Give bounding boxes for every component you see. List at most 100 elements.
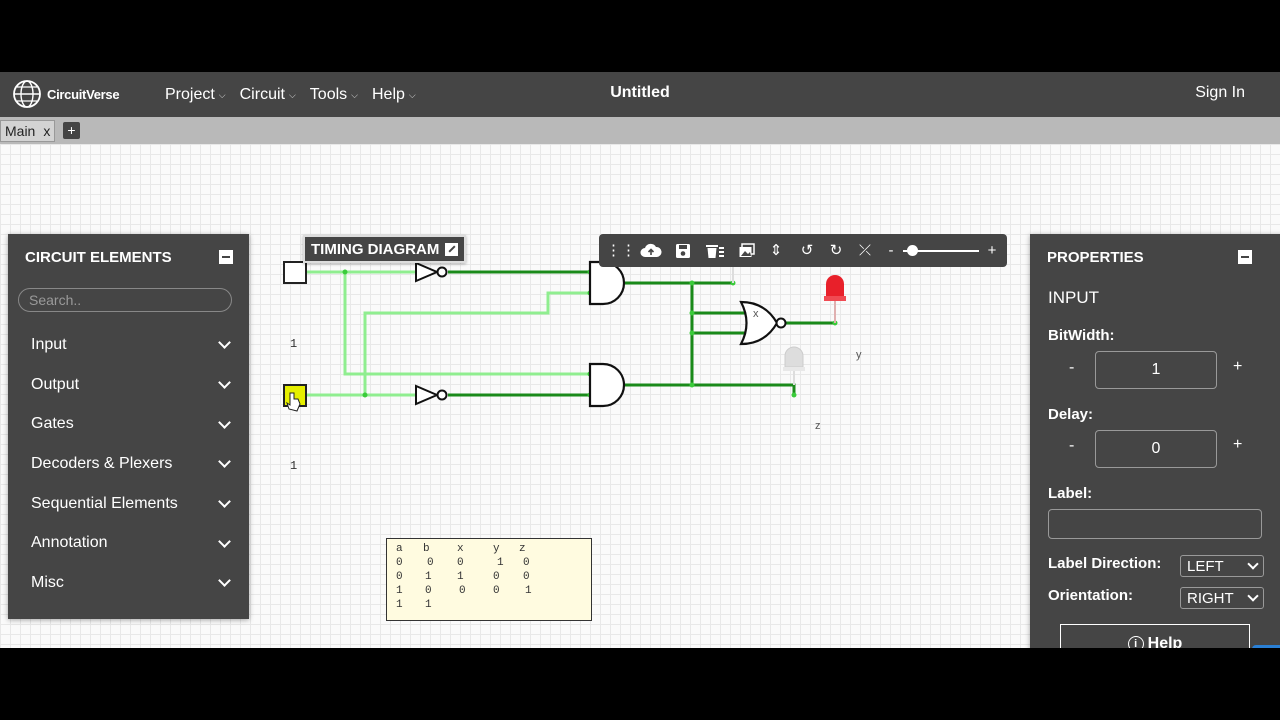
not-gate-a[interactable] (415, 261, 448, 283)
circuit-tab-bar: Main x + (0, 117, 1280, 144)
zoom-out-button[interactable]: - (888, 242, 894, 259)
redo-icon[interactable]: ↻ (829, 242, 843, 259)
label-field-label: Label: (1048, 485, 1093, 502)
truth-table-annotation[interactable]: a b x y z 0 0 0 1 0 0 1 1 0 0 1 0 0 0 1 (386, 538, 592, 621)
chevron-down-icon (218, 455, 231, 469)
app-window: CircuitVerse Project⌵ Circuit⌵ Tools⌵ He… (0, 72, 1280, 648)
tab-main[interactable]: Main x (0, 120, 56, 142)
category-label: Misc (31, 573, 64, 591)
input-a-value: 1 (290, 337, 298, 351)
bitwidth-input[interactable] (1095, 351, 1217, 389)
orientation-value: RIGHT (1187, 589, 1234, 607)
tab-close-icon[interactable]: x (43, 123, 51, 139)
circuit-elements-panel: CIRCUIT ELEMENTS Input Output Gates Deco… (8, 234, 249, 619)
save-icon[interactable] (674, 242, 692, 260)
truth-cell: 0 (523, 557, 530, 569)
menu-circuit[interactable]: Circuit⌵ (240, 86, 296, 104)
menu-tools[interactable]: Tools⌵ (310, 86, 358, 104)
led-y[interactable] (824, 275, 846, 323)
bitwidth-increment-button[interactable]: + (1233, 358, 1243, 375)
label-input[interactable] (1048, 509, 1262, 539)
input-b-value: 1 (290, 459, 298, 473)
truth-cell: 0 (493, 571, 500, 583)
circuit-elements-header[interactable]: CIRCUIT ELEMENTS (8, 234, 249, 280)
not-gate-b[interactable] (415, 384, 448, 406)
zoom-slider[interactable] (903, 250, 979, 252)
chevron-down-icon (218, 415, 231, 429)
label-direction-select[interactable]: LEFT (1180, 555, 1264, 577)
bitwidth-label: BitWidth: (1048, 327, 1115, 344)
properties-panel: PROPERTIES INPUT BitWidth: - + Delay: - … (1030, 234, 1280, 648)
category-label: Annotation (31, 534, 108, 552)
wires-high (306, 270, 590, 397)
chevron-down-icon (218, 574, 231, 588)
external-link-icon (445, 242, 459, 256)
category-list: Input Output Gates Decoders & Plexers Se… (8, 325, 249, 603)
menu-help[interactable]: Help⌵ (372, 86, 416, 104)
input-a[interactable] (283, 261, 307, 284)
sign-in-link[interactable]: Sign In (1195, 84, 1245, 101)
category-decoders-plexers[interactable]: Decoders & Plexers (8, 444, 249, 484)
search-input[interactable] (18, 288, 232, 312)
truth-cell: 0 (459, 585, 466, 597)
circuit-elements-title: CIRCUIT ELEMENTS (25, 249, 172, 266)
chevron-down-icon: ⌵ (288, 90, 296, 100)
project-title[interactable]: Untitled (610, 84, 670, 101)
navbar: CircuitVerse Project⌵ Circuit⌵ Tools⌵ He… (0, 72, 1280, 117)
add-tab-button[interactable]: + (63, 122, 80, 139)
fit-to-screen-icon[interactable]: ⇕ (769, 242, 783, 259)
hand-cursor-icon (286, 392, 301, 412)
minimize-icon[interactable] (1238, 250, 1252, 264)
menu-project-label: Project (165, 85, 215, 103)
properties-header[interactable]: PROPERTIES (1030, 234, 1280, 280)
image-icon[interactable] (738, 242, 756, 260)
category-input[interactable]: Input (8, 325, 249, 365)
delay-input[interactable] (1095, 430, 1217, 468)
delete-icon[interactable] (705, 242, 725, 260)
and-gate-top[interactable] (588, 260, 626, 306)
label-direction-value: LEFT (1187, 557, 1224, 575)
category-misc[interactable]: Misc (8, 563, 249, 603)
logo-text: CircuitVerse (47, 86, 120, 102)
truth-cell: 1 (425, 599, 432, 611)
orientation-select[interactable]: RIGHT (1180, 587, 1264, 609)
bitwidth-decrement-button[interactable]: - (1069, 359, 1075, 376)
fullscreen-icon[interactable]: ⤫ (858, 242, 871, 259)
delay-increment-button[interactable]: + (1233, 436, 1243, 453)
menu-tools-label: Tools (309, 85, 348, 103)
truth-cell: 1 (497, 557, 504, 569)
truth-cell: 0 (493, 585, 500, 597)
tab-main-label: Main (5, 123, 36, 139)
circuit-diagram[interactable] (0, 72, 1280, 648)
logo[interactable]: CircuitVerse (12, 79, 120, 109)
minimize-icon[interactable] (219, 250, 233, 264)
category-label: Sequential Elements (31, 494, 178, 512)
wires-low (448, 270, 835, 397)
timing-diagram-button[interactable]: TIMING DIAGRAM (303, 235, 467, 263)
category-sequential-elements[interactable]: Sequential Elements (8, 484, 249, 524)
delay-label: Delay: (1048, 406, 1094, 423)
cloud-upload-icon[interactable] (640, 242, 662, 260)
truth-cell: 1 (525, 585, 532, 597)
led-z[interactable] (783, 346, 805, 385)
nor-gate[interactable] (739, 300, 787, 346)
help-button[interactable]: i Help (1060, 624, 1250, 648)
drag-handle-icon[interactable]: ⋮⋮ (606, 242, 636, 259)
truth-cell: 1 (396, 599, 403, 611)
category-gates[interactable]: Gates (8, 404, 249, 444)
and-gate-bottom[interactable] (588, 362, 626, 408)
category-label: Decoders & Plexers (31, 454, 173, 472)
undo-icon[interactable]: ↺ (800, 242, 814, 259)
truth-cell: 1 (425, 571, 432, 583)
zoom-slider-handle[interactable] (907, 245, 918, 256)
truth-header-z: z (519, 543, 526, 555)
category-annotation[interactable]: Annotation (8, 523, 249, 563)
chevron-down-icon (218, 336, 231, 350)
zoom-in-button[interactable]: + (987, 242, 997, 259)
menu-project[interactable]: Project⌵ (165, 86, 226, 104)
category-output[interactable]: Output (8, 365, 249, 405)
output-label-z: z (815, 420, 821, 432)
side-widget-tab[interactable] (1252, 645, 1280, 648)
menu-circuit-label: Circuit (239, 85, 285, 103)
delay-decrement-button[interactable]: - (1069, 437, 1075, 454)
